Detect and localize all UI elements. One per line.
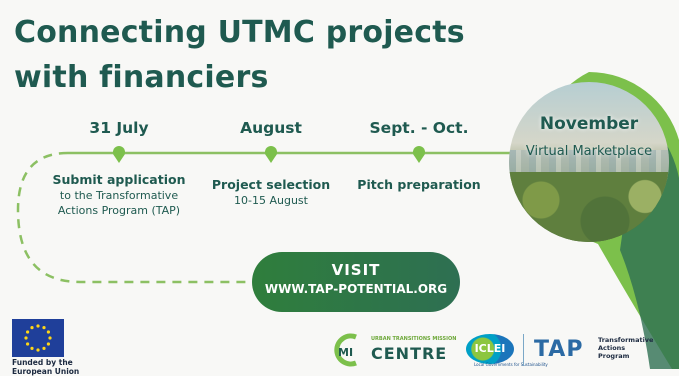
- timeline-marker-1: [113, 146, 125, 163]
- milestone-sub-1b: Actions Program (TAP): [57, 204, 181, 217]
- milestone-main-3: Pitch preparation: [357, 177, 481, 192]
- visit-website-button[interactable]: VISIT WWW.TAP-POTENTIAL.ORG: [252, 252, 460, 312]
- iclei-tagline: Local Governments for Sustainability: [474, 362, 548, 367]
- iclei-logo-icon: ICLEI: [466, 334, 514, 364]
- mic-subtitle: URBAN TRANSITIONS MISSION: [371, 336, 457, 342]
- milestone-sub-2a: 10-15 August: [234, 194, 308, 207]
- milestone-date-3: Sept. - Oct.: [369, 119, 469, 137]
- milestone-date-2: August: [240, 119, 302, 137]
- milestone-desc-3: Pitch preparation: [357, 177, 480, 192]
- eu-flag-icon: [12, 319, 64, 357]
- milestone-sub-1a: to the Transformative: [59, 189, 179, 202]
- eu-funding-text: Funded by the European Union: [12, 358, 79, 376]
- iclei-name: ICLEI: [474, 342, 506, 355]
- milestone-main-2: Project selection: [211, 177, 331, 192]
- tap-tagline-1: Transformative: [598, 336, 654, 344]
- milestone-desc-1: Submit application to the Transformative…: [53, 172, 186, 217]
- svg-text:MI: MI: [338, 346, 353, 359]
- headline-line-1: Connecting UTMC projects: [14, 15, 465, 50]
- milestone-desc-2: Project selection 10-15 August: [212, 177, 330, 207]
- tap-tagline-3: Program: [598, 352, 630, 360]
- headline: Connecting UTMC projects with financiers: [14, 10, 465, 100]
- milestone-main-1: Submit application: [52, 172, 186, 187]
- final-milestone-event: Virtual Marketplace: [525, 144, 653, 159]
- logo-divider: [523, 334, 524, 366]
- timeline-marker-2: [265, 146, 277, 163]
- visit-label: VISIT: [331, 261, 381, 279]
- visit-url: WWW.TAP-POTENTIAL.ORG: [264, 282, 448, 296]
- final-milestone-month: November: [539, 114, 639, 134]
- photo-greenery: [509, 172, 669, 242]
- milestone-date-1: 31 July: [89, 119, 149, 137]
- tap-tagline: Transformative Actions Program: [598, 336, 653, 360]
- mic-name: CENTRE: [371, 344, 448, 363]
- marketplace-photo: [509, 82, 669, 242]
- mic-centre-logo-icon: MI: [334, 333, 357, 367]
- headline-line-2: with financiers: [14, 60, 269, 95]
- tap-logo: TAP: [534, 337, 584, 362]
- tap-tagline-2: Actions: [598, 344, 626, 352]
- eu-funding-line-1: Funded by the: [12, 358, 73, 367]
- eu-funding-line-2: European Union: [12, 367, 80, 376]
- timeline-marker-3: [413, 146, 425, 163]
